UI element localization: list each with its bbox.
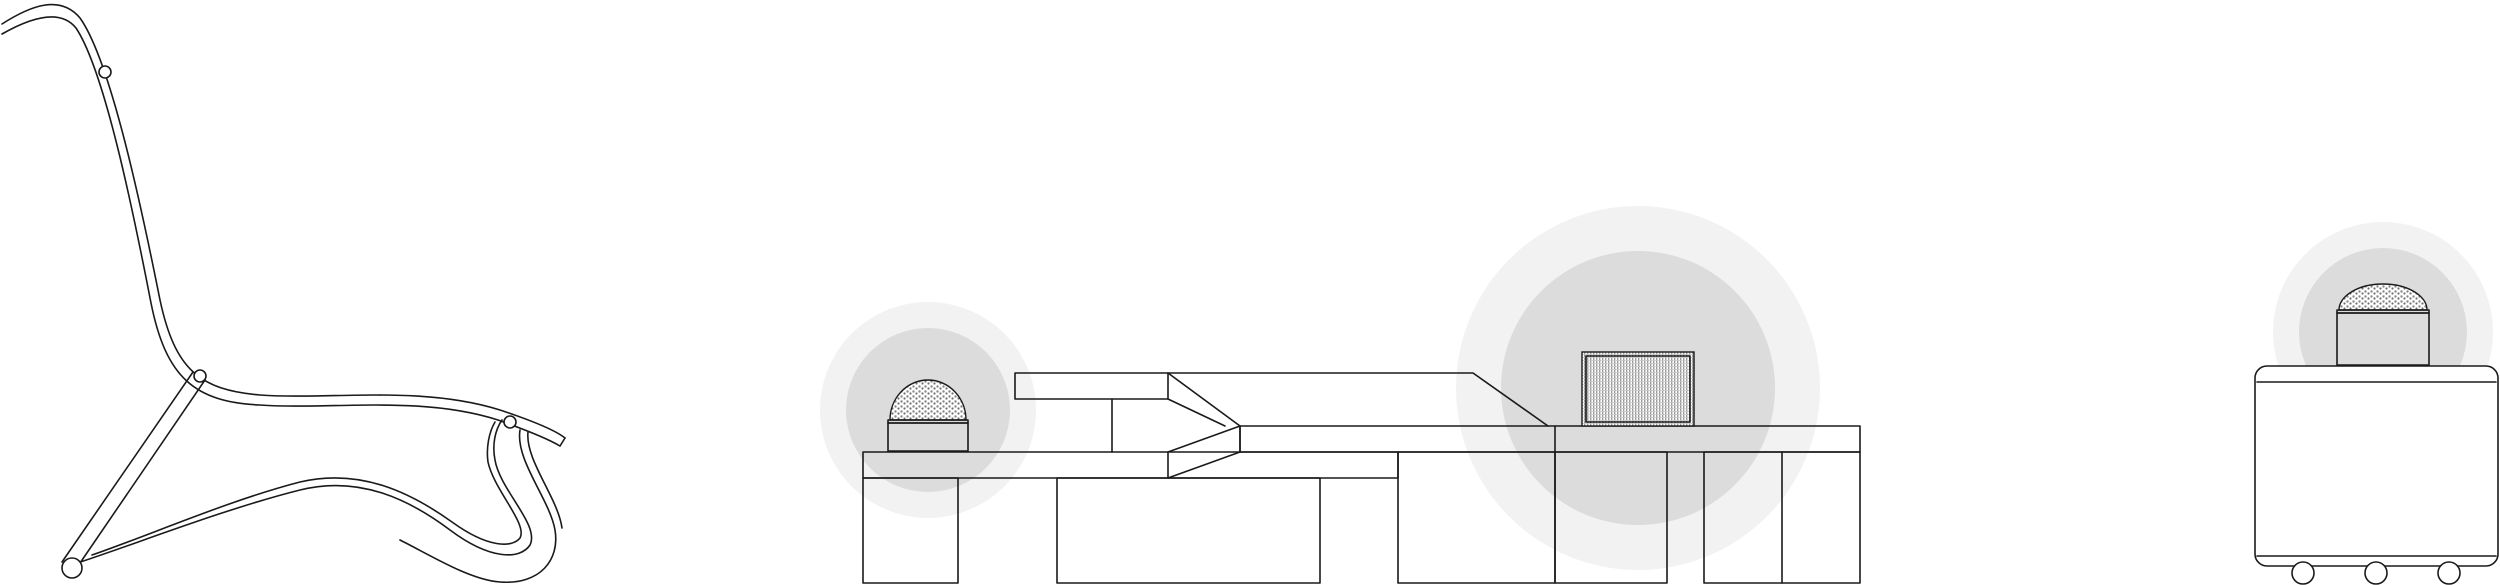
chair-base-runner [67,419,533,567]
lounge-chair [1,3,566,583]
fire-dome [2336,283,2430,366]
fireplace-screen [1581,351,1695,427]
fireplace-mesh [1581,351,1695,427]
fire-dome-base [2336,312,2430,366]
fire-bowl-flames [889,379,967,421]
angled-connector-return [1167,425,1241,479]
chair-frame-outer [1,3,566,439]
chair-foot [61,557,83,579]
chair-joint-seat [193,369,207,383]
caster-right [2437,561,2461,585]
chair-seat-end [559,437,566,447]
chair-base-runner-inner [91,421,523,556]
caster-center [2364,561,2388,585]
chair-front-leg-inner [77,379,206,567]
daybed-outdoor-kitchen [1014,351,1861,584]
angled-connector-return-low [1167,451,1241,479]
chair-frame-inner [1,16,561,447]
angled-connector-top [1167,372,1241,453]
chair-joint-rear [503,415,517,429]
angled-connector-low [1167,398,1226,427]
bench-leg-left [862,477,959,584]
chair-rear-curl [399,429,557,583]
cabinet-on-casters [2254,365,2499,585]
fireplace-frame-inner [1585,355,1691,423]
kitchen-module-mid [1554,451,1668,584]
fire-bowl-base [887,422,969,452]
fire-dome-flames [2338,283,2428,311]
bench-leg-center [1056,477,1321,584]
chair-front-leg [61,371,194,563]
chair-rear-curl-inner [527,431,563,529]
chair-joint-top [98,65,112,79]
roof-slab [1167,372,1549,427]
caster-left [2291,561,2315,585]
upper-step [1014,372,1169,400]
cabinet-body [2254,365,2499,567]
